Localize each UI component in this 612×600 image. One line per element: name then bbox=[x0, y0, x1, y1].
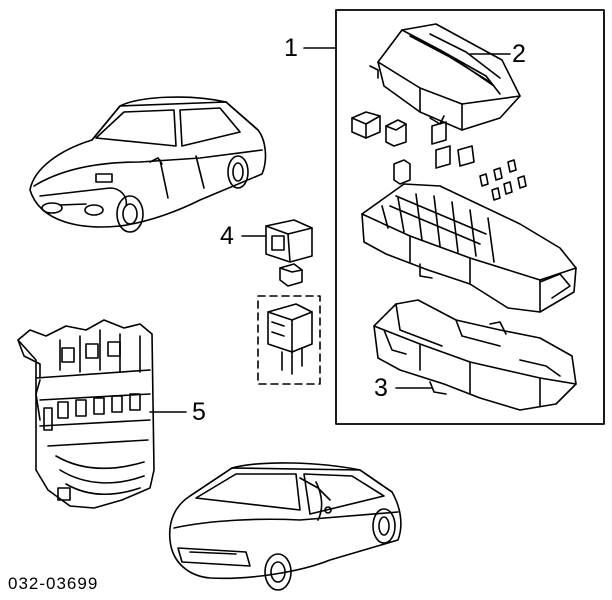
callout-5: 5 bbox=[192, 398, 206, 426]
leader-lines bbox=[149, 47, 511, 413]
fuses-and-mini-relays bbox=[351, 111, 527, 201]
callout-1: 1 bbox=[284, 34, 298, 62]
callout-4: 4 bbox=[220, 222, 234, 250]
under-dash-fuse-box bbox=[17, 319, 155, 509]
relay-socket-detail bbox=[257, 295, 321, 385]
callout-2: 2 bbox=[512, 40, 526, 68]
sedan-rear-view bbox=[168, 462, 402, 591]
main-fuse-box-body bbox=[361, 183, 577, 313]
sedan-front-view bbox=[29, 96, 267, 233]
diagram-code: 032-03699 bbox=[8, 574, 99, 593]
relay-part bbox=[265, 219, 313, 287]
callout-3: 3 bbox=[374, 374, 388, 402]
fuse-box-assembly-frame bbox=[335, 9, 605, 425]
fuse-box-lower-tray bbox=[373, 299, 577, 411]
fuse-box-cover bbox=[369, 23, 521, 131]
